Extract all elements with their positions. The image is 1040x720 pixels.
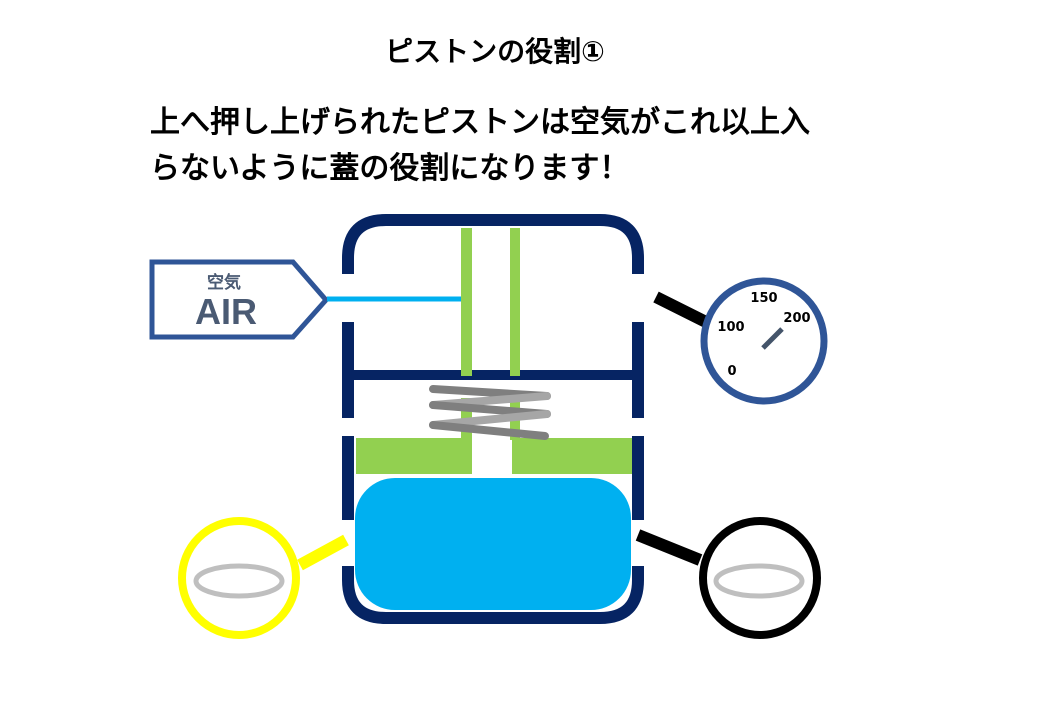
gauge-tick-150: 150: [750, 291, 777, 306]
magnifier-left-lens: [178, 517, 300, 639]
magnifier-right-lens: [699, 517, 821, 639]
piston-head-left: [356, 438, 472, 474]
o-ring-right-icon: [713, 563, 805, 599]
piston-head-right: [512, 438, 632, 474]
gauge-connector: [653, 291, 709, 328]
magnifier-right: [635, 517, 821, 639]
piston-rod-right: [510, 228, 520, 376]
cylinder: [342, 214, 644, 624]
description-line-2: らないように蓋の役割になります！: [150, 151, 630, 186]
description: 上へ押し上げられたピストンは空気がこれ以上入 らないように蓋の役割になります！: [150, 100, 1010, 192]
fluid-chamber: [355, 478, 631, 610]
o-ring-left-icon: [193, 563, 285, 599]
piston: [356, 228, 632, 474]
magnifier-right-handle: [635, 529, 703, 566]
spring: [429, 385, 551, 440]
magnifier-left-handle: [297, 534, 349, 571]
description-line-1: 上へ押し上げられたピストンは空気がこれ以上入: [150, 105, 810, 140]
gauge-needle: [761, 327, 784, 350]
gauge-tick-100: 100: [717, 320, 744, 335]
air-label-jp: 空気: [207, 272, 241, 292]
gauge-tick-200: 200: [783, 311, 810, 326]
gauge-dial: [700, 277, 828, 405]
air-inlet-box: [149, 259, 330, 340]
page-title: ピストンの役割①: [385, 35, 605, 68]
cylinder-bottom: [342, 566, 644, 624]
pressure-gauge: 0 100 150 200: [653, 277, 828, 405]
magnifier-left: [178, 517, 349, 639]
piston-rod-left: [461, 228, 472, 376]
air-label-en: AIR: [195, 291, 257, 332]
gauge-tick-0: 0: [727, 364, 736, 379]
air-inlet: 空気 AIR: [149, 259, 462, 340]
cylinder-top: [342, 214, 644, 274]
